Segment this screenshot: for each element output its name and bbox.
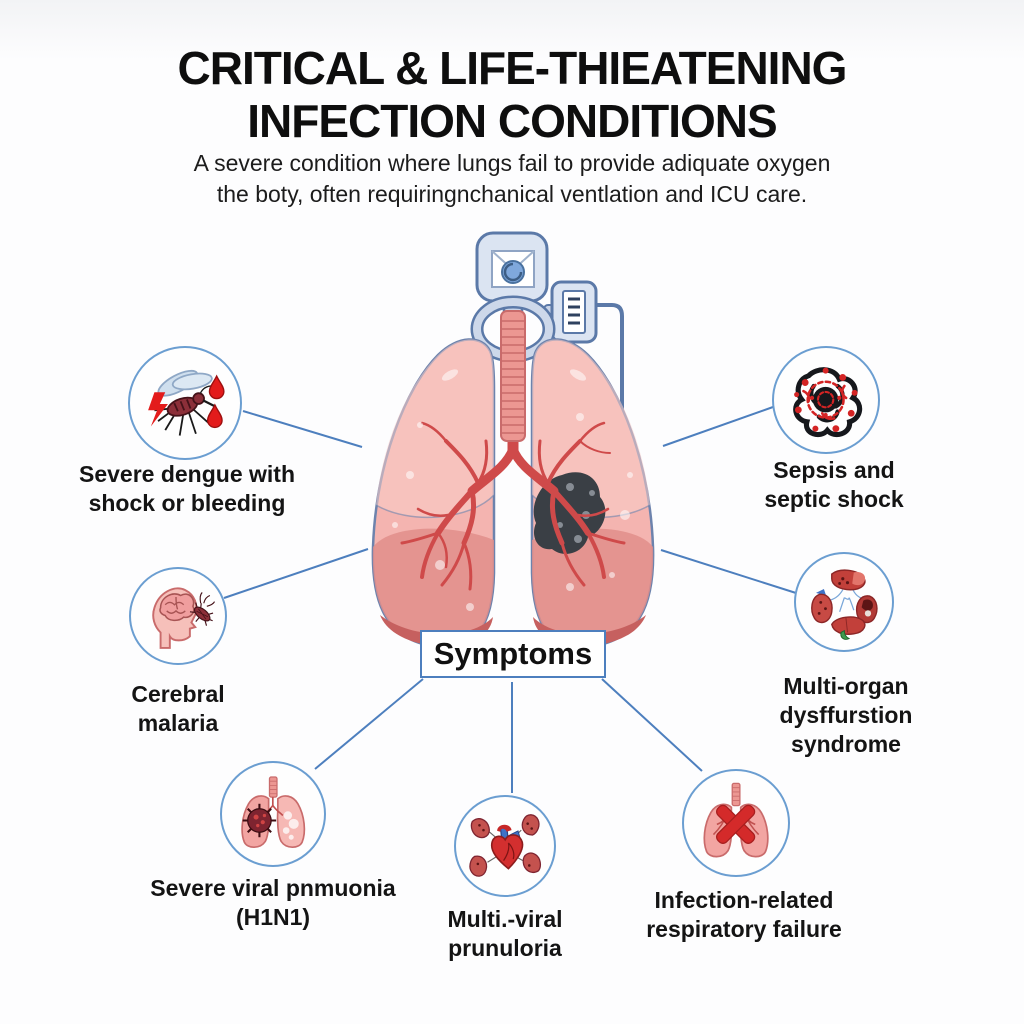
mosquito-icon: [148, 369, 225, 436]
lungs-illustration: [371, 338, 655, 649]
lungs-x-icon: [703, 783, 770, 858]
connector-line: [242, 410, 363, 448]
node-circle-dengue: [128, 346, 242, 460]
node-circle-pneumonia: [220, 761, 326, 867]
ventilator-cable: [596, 303, 624, 488]
label-cerebral: Cerebral malaria: [131, 681, 225, 736]
label-pneumonia: Severe viral pnmuonia (H1N1): [150, 875, 396, 930]
page-subtitle-line2: the boty, often requiringnchanical ventl…: [216, 181, 808, 208]
node-circle-cerebral: [129, 567, 227, 665]
connector-line: [601, 678, 703, 772]
node-circle-sepsis: [772, 346, 880, 454]
monitor-icon: [543, 280, 598, 344]
label-multiviral: Multi.-viral prunuloria: [447, 906, 563, 961]
bacteria-cluster-icon: [793, 367, 863, 438]
heart-kidneys-icon: [469, 813, 541, 877]
page-title-line1: CRITICAL & LIFE-THIEATENING: [177, 42, 848, 94]
page-subtitle: A severe condition where lungs fail to p…: [0, 148, 1024, 210]
trachea-tube: [500, 310, 526, 442]
page-subtitle-line1: A severe condition where lungs fail to p…: [193, 150, 831, 176]
connector-line: [660, 549, 797, 594]
label-dengue: Severe dengue with shock or bleeding: [78, 461, 295, 516]
connector-line: [662, 406, 774, 447]
symptoms-label: Symptoms: [433, 636, 593, 671]
connector-line: [223, 548, 369, 599]
node-circle-organ: [794, 552, 894, 652]
organs-icon: [810, 569, 878, 640]
page-title: CRITICAL & LIFE-THIEATENING INFECTION CO…: [0, 42, 1024, 149]
label-sepsis: Sepsis and septic shock: [764, 457, 904, 512]
node-circle-multiviral: [454, 795, 556, 897]
label-respfail: Infection-related respiratory failure: [646, 887, 842, 942]
label-organ: Multi-organ dysffurstion syndrome: [779, 673, 913, 757]
ventilated-lungs-illustration: [371, 231, 655, 649]
brain-parasite-icon: [152, 587, 216, 650]
lungs-virus-icon: [241, 776, 306, 849]
symptoms-box: Symptoms: [420, 630, 606, 678]
node-circle-respfail: [682, 769, 790, 877]
page-title-line2: INFECTION CONDITIONS: [247, 95, 777, 148]
connector-line: [314, 678, 424, 770]
bronchial-tree: [400, 421, 626, 591]
